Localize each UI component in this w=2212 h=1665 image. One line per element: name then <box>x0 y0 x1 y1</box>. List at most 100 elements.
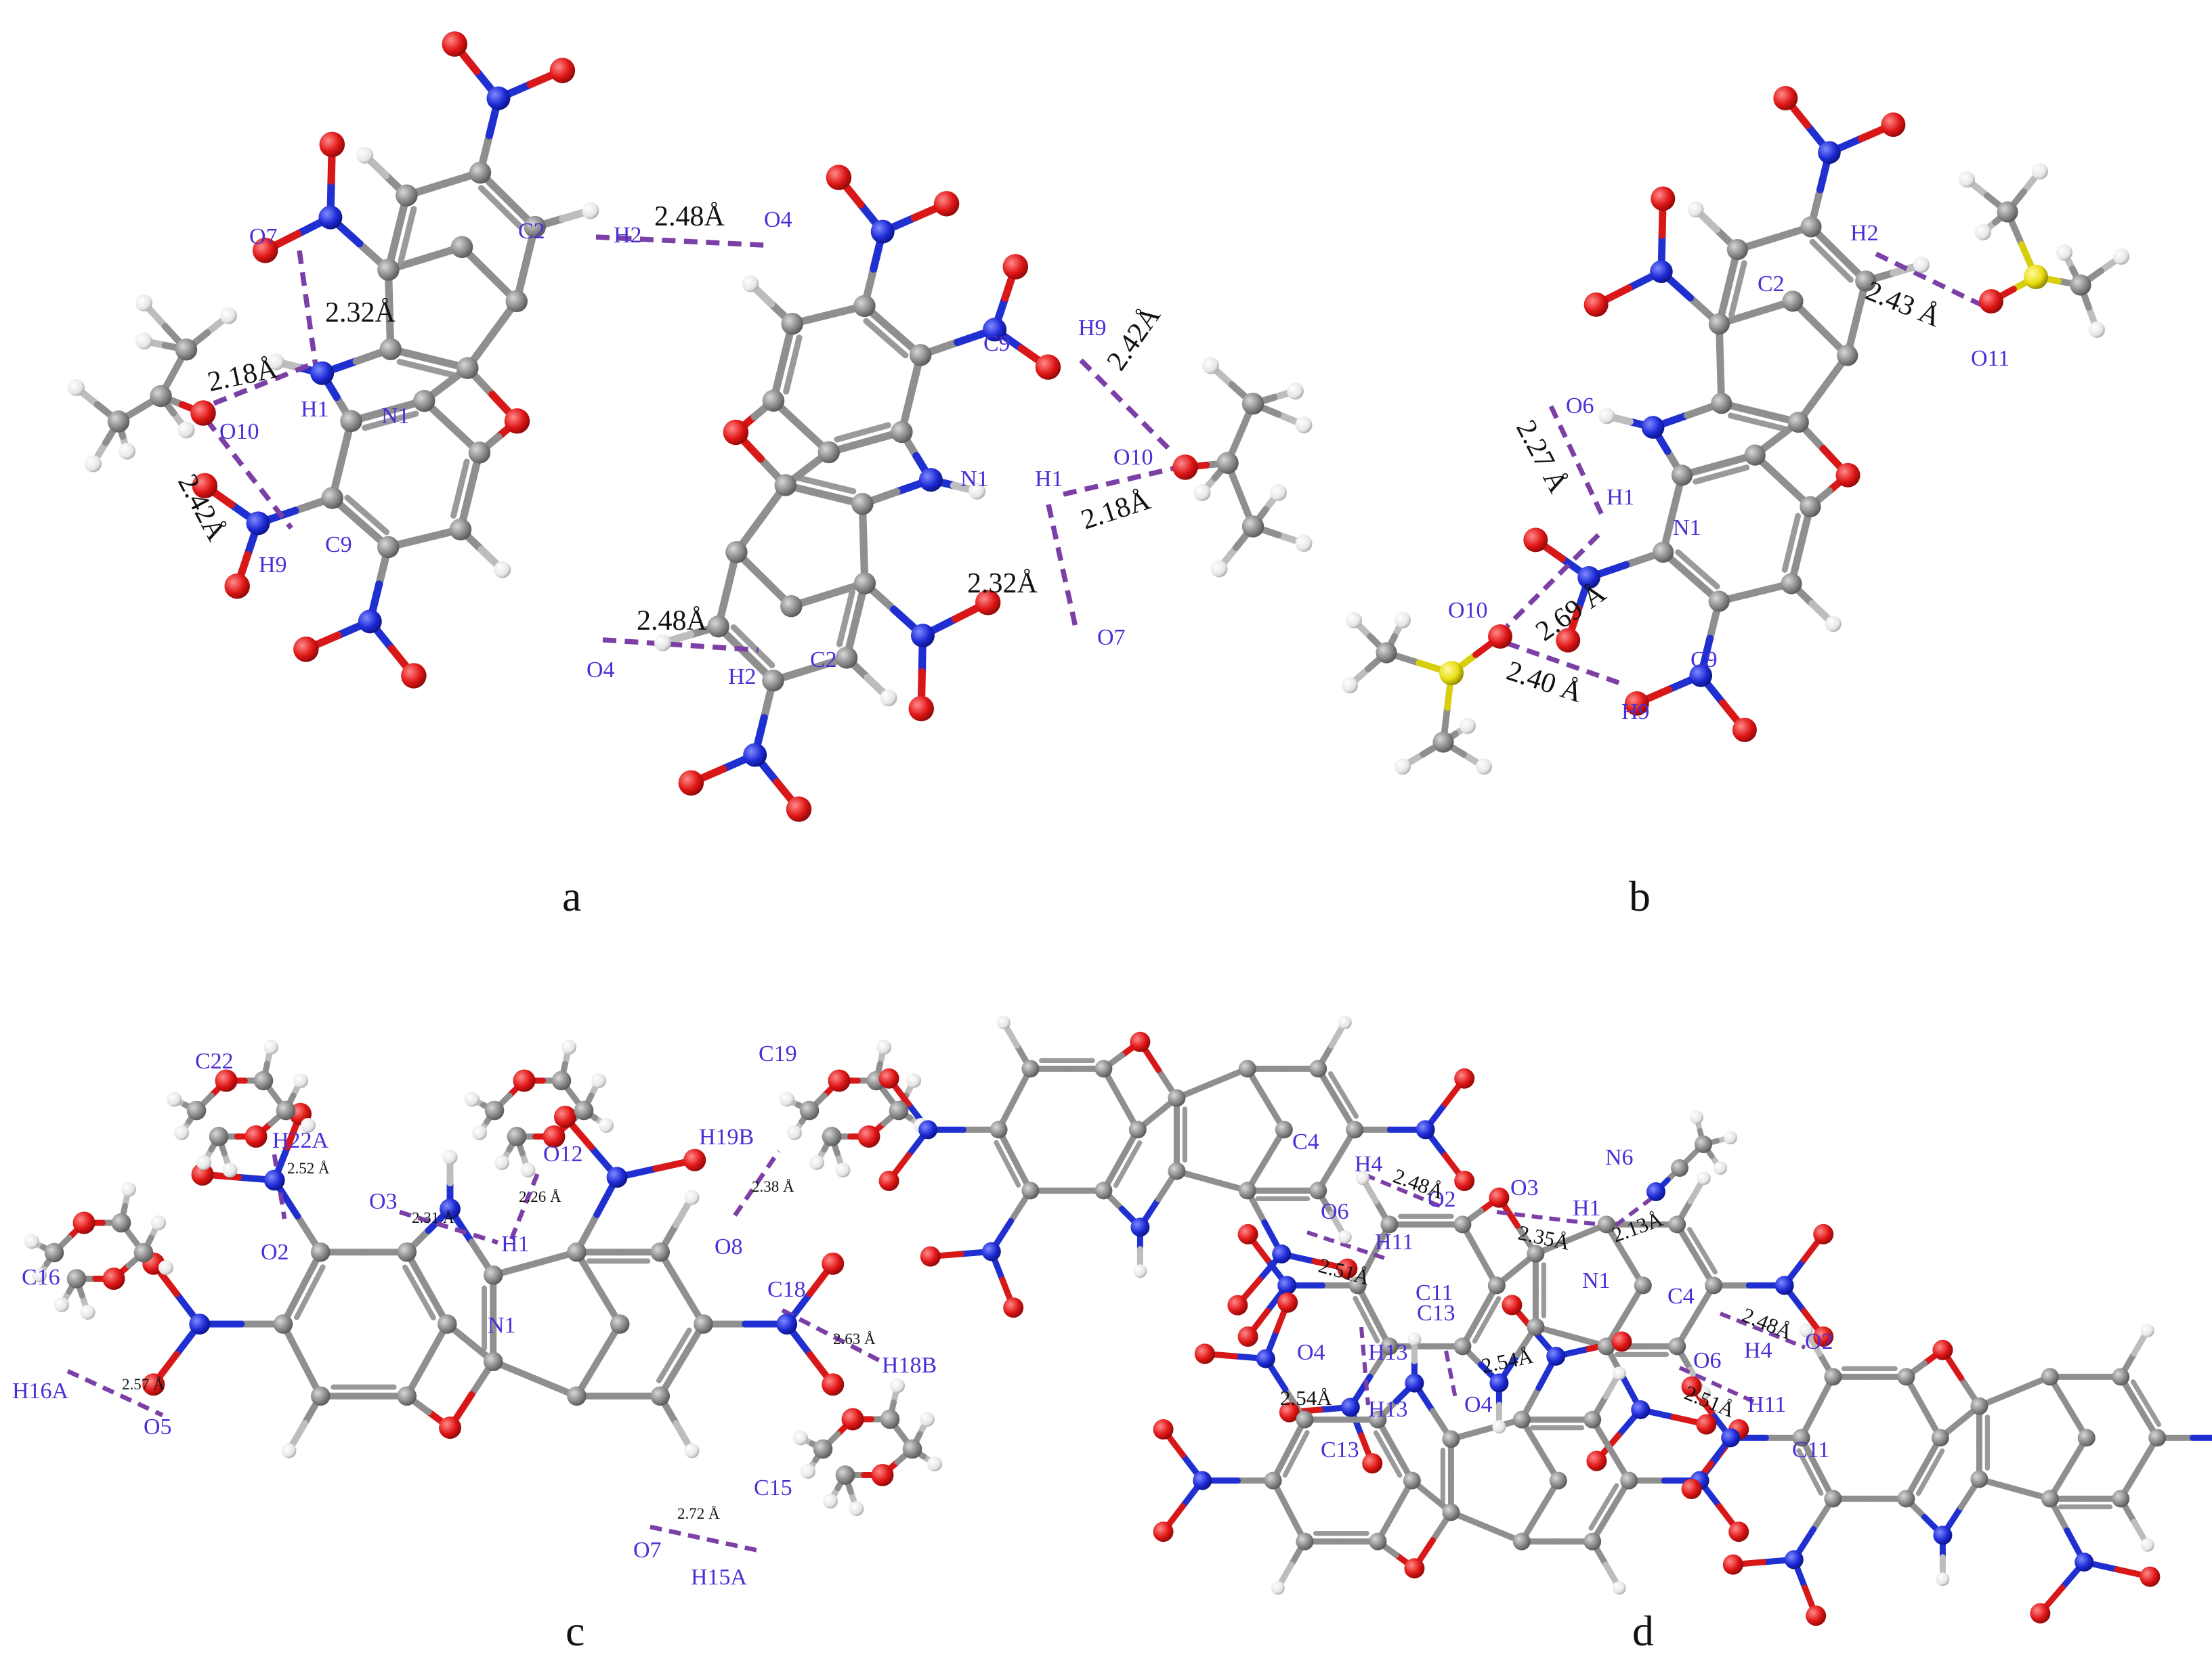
carbon-atom <box>484 1100 505 1121</box>
hydrogen-atom <box>1913 257 1930 274</box>
oxygen-atom <box>1813 1224 1834 1245</box>
oxygen-atom <box>857 1125 880 1148</box>
nitrogen-atom <box>2075 1553 2094 1572</box>
nitrogen-atom <box>1774 1276 1794 1295</box>
nitrogen-atom <box>1277 1276 1297 1295</box>
hydrogen-atom <box>54 1297 69 1312</box>
double-bond <box>1693 464 1750 485</box>
carbon-atom <box>2041 1368 2059 1386</box>
hydrogen-atom <box>787 1125 802 1140</box>
carbon-atom <box>397 1386 417 1406</box>
carbon-atom <box>2112 1368 2130 1386</box>
carbon-atom <box>853 572 876 594</box>
atom-label: O4 <box>1464 1392 1493 1417</box>
carbon-atom <box>1708 590 1730 612</box>
hydrogen-atom <box>158 1260 173 1275</box>
carbon-atom <box>1549 1471 1567 1490</box>
carbon-atom <box>902 1439 922 1459</box>
hydrogen-atom <box>520 1163 536 1177</box>
carbon-atom <box>1705 1276 1723 1295</box>
hydrogen-atom <box>177 421 195 439</box>
distance-label: 2.52 Å <box>287 1160 330 1177</box>
hydrogen-atom <box>561 1039 576 1055</box>
hydrogen-atom <box>2140 1538 2154 1552</box>
oxygen-atom <box>1130 1031 1151 1052</box>
oxygen-atom <box>933 191 960 217</box>
hydrogen-atom <box>1598 408 1615 425</box>
double-bond <box>1781 513 1802 573</box>
nitrogen-atom <box>1416 1120 1435 1140</box>
carbon-atom <box>456 357 479 379</box>
hydrogen-atom <box>1395 758 1411 775</box>
hydrogen-bond <box>1363 1173 1447 1211</box>
carbon-atom <box>990 1121 1008 1139</box>
atom-label: O2 <box>1805 1329 1833 1354</box>
hydrogen-bond-layer <box>66 234 1982 1553</box>
double-bond <box>1472 1296 1502 1344</box>
carbon-atom <box>396 184 418 207</box>
atom-label: H13 <box>1368 1340 1408 1365</box>
atom-label: C4 <box>1292 1129 1319 1154</box>
atom-label: H2 <box>614 223 642 248</box>
atom-label: O7 <box>633 1538 662 1563</box>
distance-label: 2.32Å <box>967 568 1038 599</box>
oxygen-atom <box>215 1069 238 1092</box>
carbon-atom <box>781 312 803 335</box>
atom-label: C2 <box>1758 272 1785 297</box>
atom-label: C15 <box>754 1475 792 1500</box>
carbon-atom <box>1168 1089 1186 1107</box>
double-bond <box>344 494 390 536</box>
hydrogen-atom <box>849 1501 864 1516</box>
hydrogen-atom <box>582 202 599 219</box>
carbon-atom <box>1168 1162 1186 1180</box>
carbon-atom <box>1380 1215 1399 1234</box>
hydrogen-atom <box>969 482 986 500</box>
carbon-atom <box>1800 216 1822 238</box>
carbon-atom <box>835 647 858 669</box>
carbon-atom <box>412 389 435 412</box>
carbon-atom <box>209 1127 229 1146</box>
atom-label: O10 <box>219 419 259 444</box>
carbon-atom <box>310 1242 331 1262</box>
atom-label: O4 <box>1297 1340 1325 1365</box>
carbon-atom <box>1800 496 1821 517</box>
hydrogen-atom <box>780 1091 794 1107</box>
hydrogen-bond <box>1359 1326 1370 1406</box>
hydrogen-atom <box>301 1118 316 1133</box>
hydrogen-atom <box>2113 248 2129 265</box>
atom-label: N1 <box>1582 1268 1611 1293</box>
hydrogen-atom <box>121 1182 136 1197</box>
carbon-atom <box>891 420 913 444</box>
hydrogen-atom <box>890 1378 905 1393</box>
carbon-atom <box>321 487 343 509</box>
oxygen-atom <box>439 1417 461 1439</box>
carbon-atom <box>1668 1215 1686 1234</box>
hydrogen-atom <box>684 1190 700 1205</box>
atom-label: H11 <box>1747 1392 1786 1417</box>
nitrogen-atom <box>1631 1400 1651 1419</box>
hydrogen-bond <box>595 234 765 248</box>
atom-label: O4 <box>764 207 792 232</box>
oxygen-atom <box>190 400 216 426</box>
oxygen-atom <box>878 1171 899 1191</box>
carbon-atom <box>1021 1182 1040 1200</box>
oxygen-atom <box>72 1211 95 1234</box>
carbon-atom <box>1653 541 1674 563</box>
carbon-atom <box>2077 1429 2096 1447</box>
distance-label: 2.38 Å <box>752 1178 794 1195</box>
hydrogen-bond <box>1496 1210 1609 1228</box>
oxygen-atom <box>1237 1326 1258 1347</box>
hydrogen-atom <box>80 1305 95 1320</box>
panel-label-b: b <box>1629 872 1651 920</box>
distance-label: 2.18Å <box>205 353 281 398</box>
carbon-atom <box>1512 1532 1531 1551</box>
double-bond <box>1796 1448 1824 1496</box>
hydrogen-bond <box>297 250 318 366</box>
double-bond <box>362 410 419 431</box>
atom-label: C13 <box>1417 1301 1455 1326</box>
carbon-atom <box>774 474 796 496</box>
nitrogen-atom <box>189 1314 211 1335</box>
nitrogen-atom <box>1646 1182 1665 1201</box>
carbon-atom <box>133 1242 154 1263</box>
carbon-atom <box>66 1269 87 1289</box>
